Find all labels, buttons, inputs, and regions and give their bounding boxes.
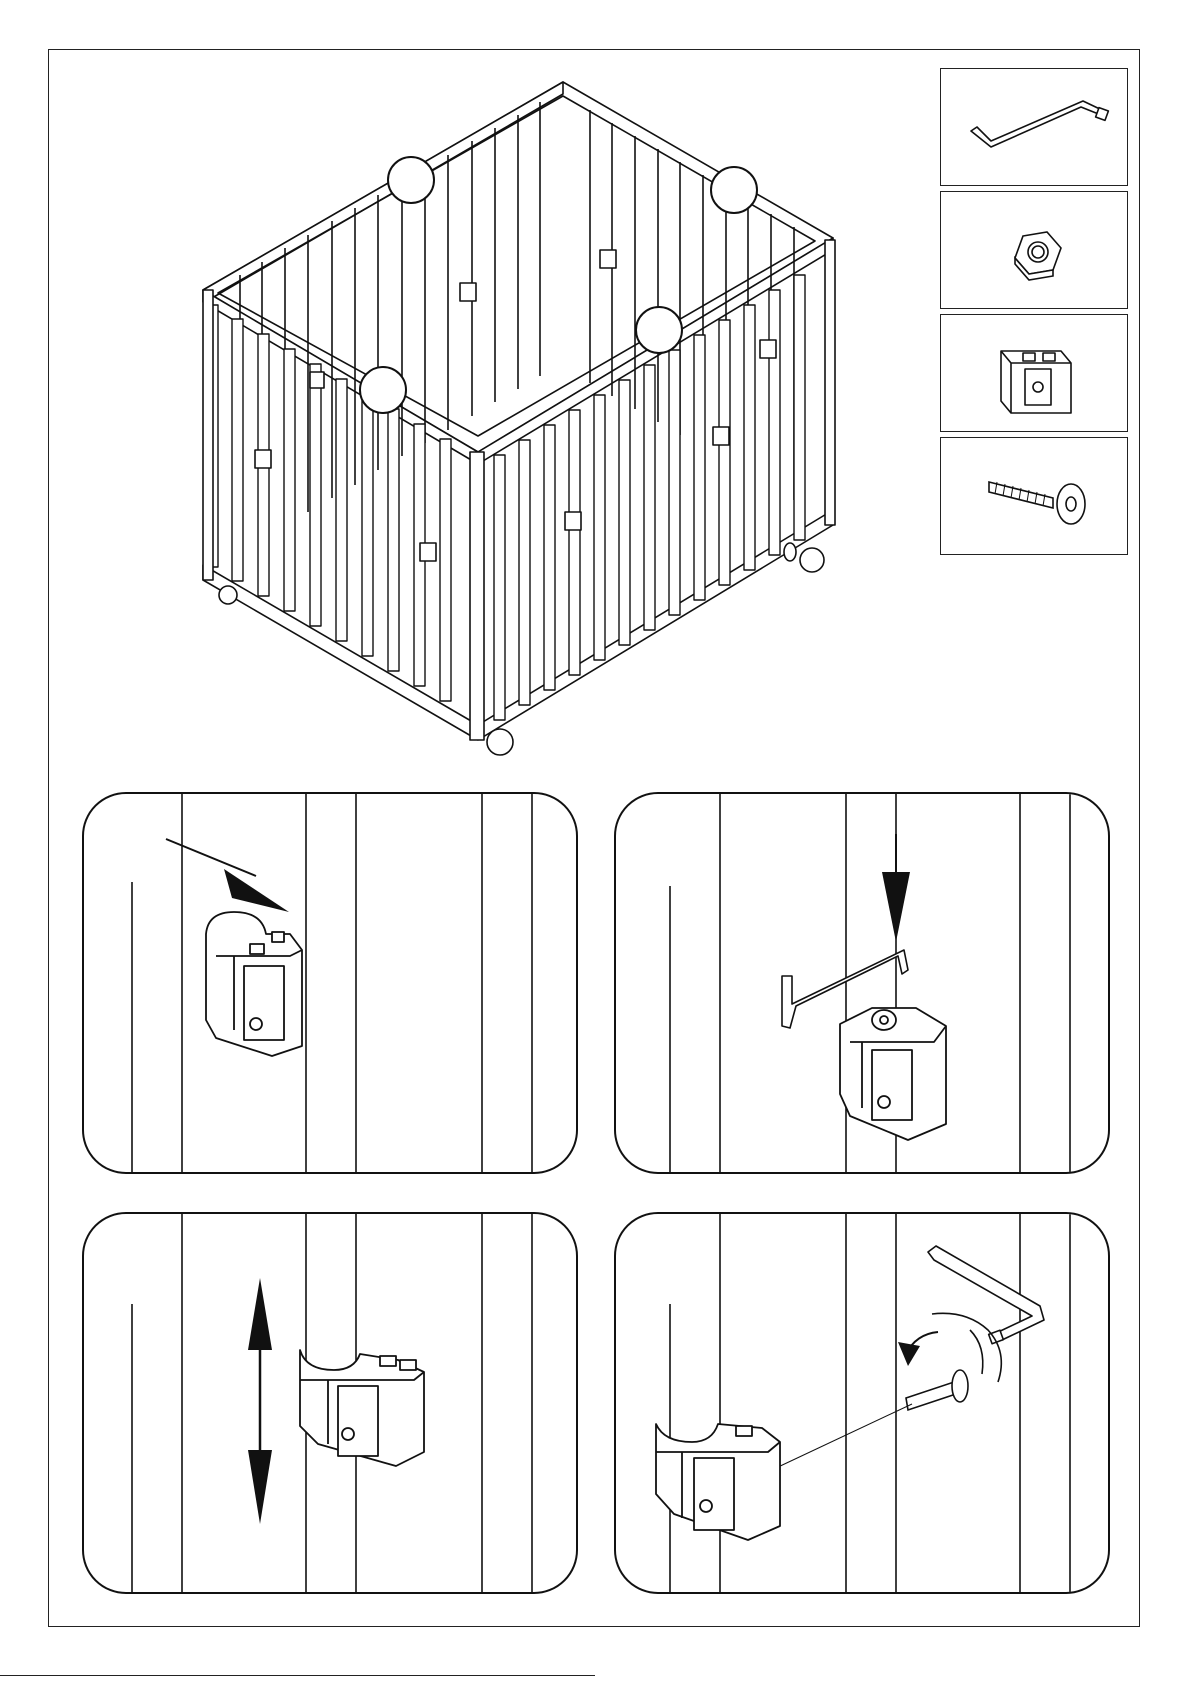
- step-panel-4: [614, 1212, 1110, 1594]
- part-clamp-bracket-box: [940, 314, 1128, 432]
- arrow-insert-icon: [166, 839, 289, 912]
- part-bolt-box: [940, 437, 1128, 555]
- clamp-bracket-icon: [840, 1008, 946, 1140]
- hex-nut-icon: [941, 192, 1129, 310]
- bottom-frame: [203, 510, 833, 740]
- step-panel-1: [82, 792, 578, 1174]
- clamp-bracket-icon: [206, 912, 302, 1056]
- footer-rule: [0, 1675, 595, 1676]
- clamp-bracket-icon: [941, 315, 1129, 433]
- arrow-down-icon: [882, 834, 910, 942]
- rotate-icon: [898, 1313, 1001, 1382]
- arrow-up-down-icon: [248, 1278, 272, 1524]
- bolt-icon: [941, 438, 1129, 556]
- step-4-illustration: [616, 1214, 1110, 1594]
- clamp-bracket-icon: [300, 1350, 424, 1466]
- step-panel-2: [614, 792, 1110, 1174]
- part-allen-key-box: [940, 68, 1128, 186]
- allen-key-icon: [941, 69, 1129, 187]
- clamp-bracket-icon: [656, 1424, 780, 1540]
- step-panel-3: [82, 1212, 578, 1594]
- step-1-illustration: [84, 794, 578, 1174]
- step-3-illustration: [84, 1214, 578, 1594]
- part-hex-nut-box: [940, 191, 1128, 309]
- bolt-icon: [906, 1370, 968, 1410]
- step-2-illustration: [616, 794, 1110, 1174]
